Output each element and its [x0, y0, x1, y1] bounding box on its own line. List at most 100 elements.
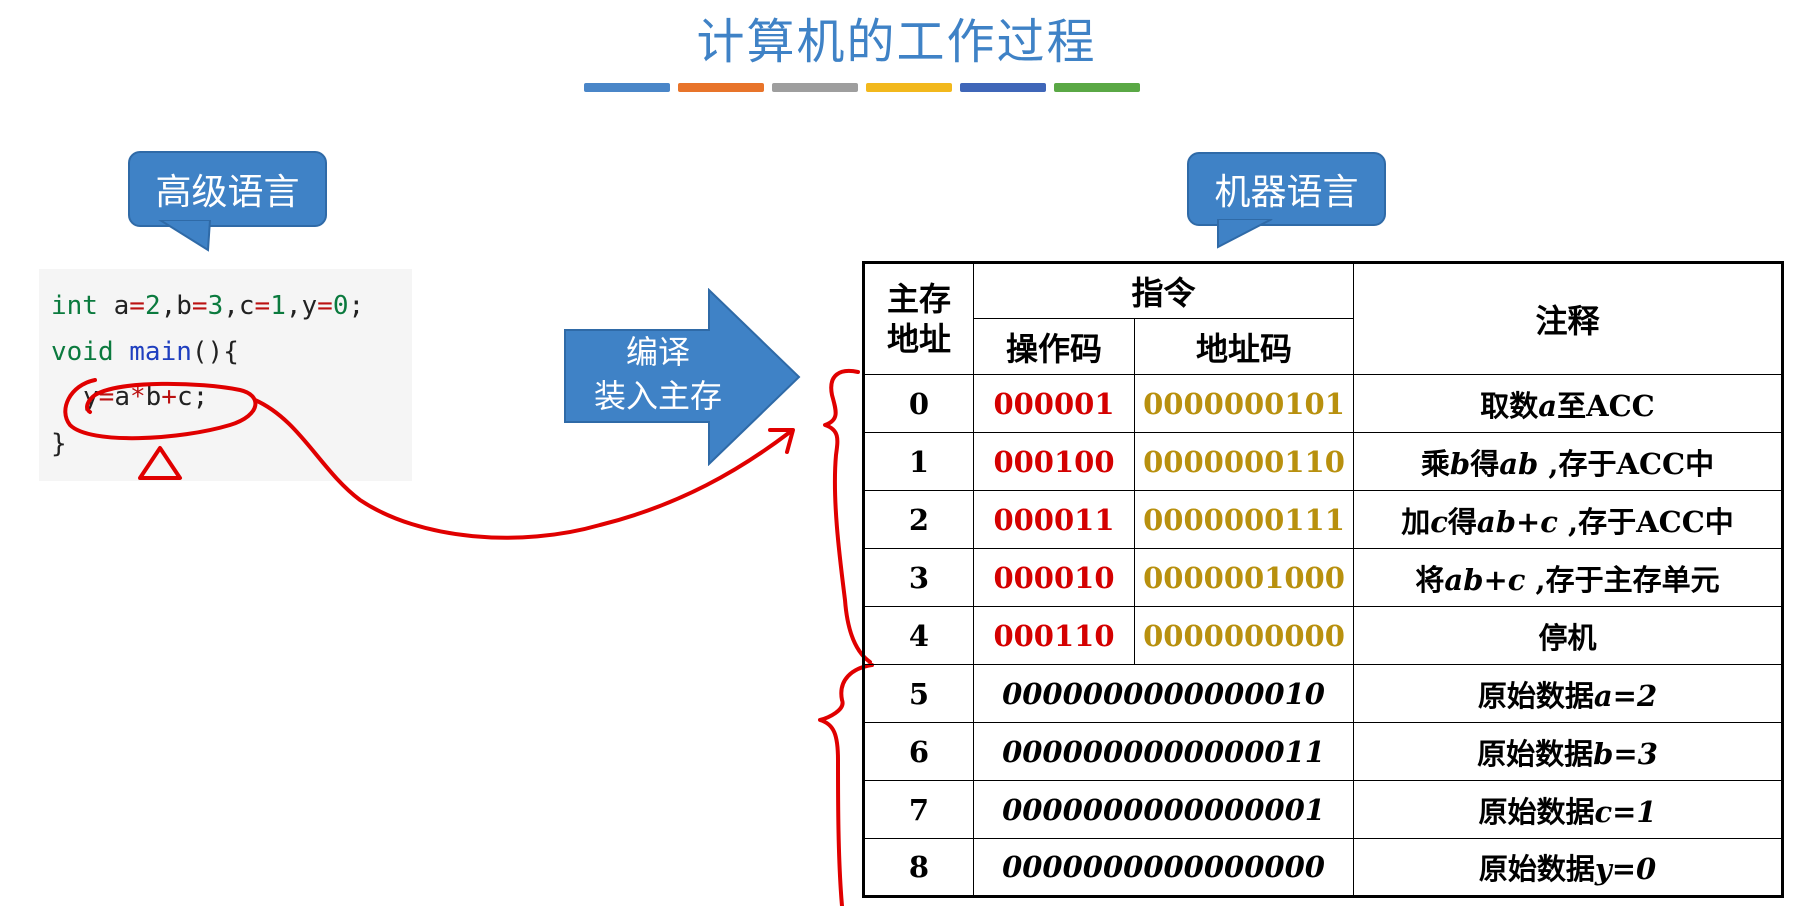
source-code-box: int a=2,b=3,c=1,y=0; void main(){ y=a*b+… — [39, 269, 412, 481]
compile-label: 编译 — [625, 333, 690, 371]
table-row: 7 0000000000000001 原始数据c=1 — [863, 780, 1784, 839]
code-token: a — [114, 382, 130, 412]
comment-text: 原始数据 — [1477, 736, 1594, 771]
code-token: ,y — [285, 291, 318, 321]
color-bar-1 — [584, 83, 670, 92]
code-function-name: main — [113, 337, 192, 367]
comment-text: 乘 — [1420, 446, 1450, 481]
data-value-cell: 0000000000000000 — [972, 838, 1355, 897]
address-cell: 1 — [863, 432, 974, 491]
comment-text: 得 — [1447, 504, 1477, 539]
data-value-cell: 0000000000000010 — [972, 664, 1355, 723]
code-token: 2 — [144, 291, 161, 321]
comment-text: ,存于ACC中 — [1538, 446, 1715, 481]
opcode-cell: 000100 — [973, 432, 1135, 491]
code-token: = — [129, 291, 145, 321]
code-token: (){ — [191, 337, 239, 367]
comment-var: ab — [1499, 446, 1539, 481]
address-code-cell: 0000000000 — [1133, 606, 1355, 665]
color-bar-2 — [678, 83, 764, 92]
code-token: ; — [348, 291, 365, 321]
comment-text: 原始数据 — [1477, 678, 1594, 713]
comment-text: 取数 — [1480, 388, 1539, 423]
address-code-cell: 0000000101 — [1133, 374, 1355, 433]
color-bar-3 — [772, 83, 858, 92]
color-bar-4 — [866, 83, 952, 92]
table-row: 6 0000000000000011 原始数据b=3 — [863, 722, 1784, 781]
code-token: = — [254, 291, 271, 321]
code-token: b — [145, 382, 162, 412]
color-bar-5 — [960, 83, 1046, 92]
page-title: 计算机的工作过程 — [696, 14, 1097, 70]
code-token: 1 — [270, 291, 286, 321]
comment-cell: 停机 — [1353, 606, 1784, 665]
machine-language-callout: 机器语言 — [1187, 152, 1386, 226]
comment-var: b=3 — [1593, 736, 1658, 771]
header-comment: 注释 — [1353, 262, 1784, 375]
header-address-code: 地址码 — [1133, 318, 1355, 375]
compile-arrow-label: 编译 装入主存 — [568, 330, 748, 418]
comment-text: 得 — [1470, 446, 1500, 481]
comment-cell: 取数a至ACC — [1353, 374, 1784, 433]
code-token: 0 — [332, 291, 349, 321]
compile-arrow — [564, 288, 801, 466]
comment-var: ab+c — [1444, 562, 1526, 597]
comment-text: 原始数据 — [1478, 852, 1595, 886]
opcode-cell: 000010 — [973, 548, 1135, 607]
data-value-cell: 0000000000000011 — [972, 722, 1355, 781]
comment-text: 原始数据 — [1478, 794, 1595, 829]
header-instruction: 指令 — [972, 262, 1355, 319]
table-row: 0 000001 0000000101 取数a至ACC — [863, 374, 1784, 433]
address-code-cell: 0000000111 — [1133, 490, 1355, 549]
comment-cell: 原始数据y=0 — [1353, 838, 1784, 897]
table-row: 2 000011 0000000111 加c得ab+c ,存于ACC中 — [863, 490, 1784, 549]
code-token: + — [161, 382, 177, 412]
table-row: 5 0000000000000010 原始数据a=2 — [863, 664, 1784, 723]
address-cell: 0 — [863, 374, 974, 433]
code-token: ,b — [160, 291, 192, 321]
address-code-cell: 0000001000 — [1133, 548, 1355, 607]
comment-cell: 乘b得ab ,存于ACC中 — [1353, 432, 1784, 491]
comment-text: 至ACC — [1557, 388, 1655, 423]
high-level-callout-tail — [158, 220, 212, 252]
code-keyword-void: void — [51, 337, 114, 367]
comment-var: c — [1430, 504, 1448, 539]
comment-var: a — [1538, 388, 1558, 423]
address-cell: 8 — [863, 838, 974, 897]
address-cell: 3 — [863, 548, 974, 607]
comment-cell: 原始数据b=3 — [1353, 722, 1784, 781]
code-line-1: int a=2,b=3,c=1,y=0; — [51, 291, 364, 321]
table-row: 1 000100 0000000110 乘b得ab ,存于ACC中 — [863, 432, 1784, 491]
address-code-cell: 0000000110 — [1133, 432, 1355, 491]
table-row: 8 0000000000000000 原始数据y=0 — [863, 838, 1784, 897]
address-cell: 6 — [863, 722, 974, 781]
title-color-bars — [584, 83, 1140, 92]
comment-cell: 将ab+c ,存于主存单元 — [1353, 548, 1784, 607]
code-line-2: void main(){ — [51, 337, 239, 367]
comment-text: 加 — [1401, 504, 1431, 539]
address-cell: 2 — [863, 490, 974, 549]
opcode-cell: 000110 — [973, 606, 1135, 665]
comment-var: c=1 — [1594, 794, 1657, 829]
comment-var: y=0 — [1594, 852, 1657, 886]
code-token: a — [97, 291, 130, 321]
code-keyword-int: int — [51, 291, 98, 321]
code-token: ,c — [223, 291, 255, 321]
comment-var: a=2 — [1593, 678, 1658, 713]
code-line-3: y=a*b+c; — [83, 382, 208, 412]
data-value-cell: 0000000000000001 — [972, 780, 1355, 839]
header-opcode: 操作码 — [973, 318, 1135, 375]
comment-cell: 原始数据c=1 — [1353, 780, 1784, 839]
table-row: 3 000010 0000001000 将ab+c ,存于主存单元 — [863, 548, 1784, 607]
opcode-cell: 000011 — [973, 490, 1135, 549]
comment-cell: 原始数据a=2 — [1353, 664, 1784, 723]
opcode-cell: 000001 — [973, 374, 1135, 433]
table-row: 4 000110 0000000000 停机 — [863, 606, 1784, 665]
comment-text: 将 — [1415, 562, 1445, 597]
address-cell: 7 — [863, 780, 974, 839]
code-line-4: } — [51, 429, 67, 459]
comment-text: ,存于主存单元 — [1525, 562, 1720, 597]
high-level-language-callout: 高级语言 — [128, 151, 327, 227]
color-bar-6 — [1054, 83, 1140, 92]
